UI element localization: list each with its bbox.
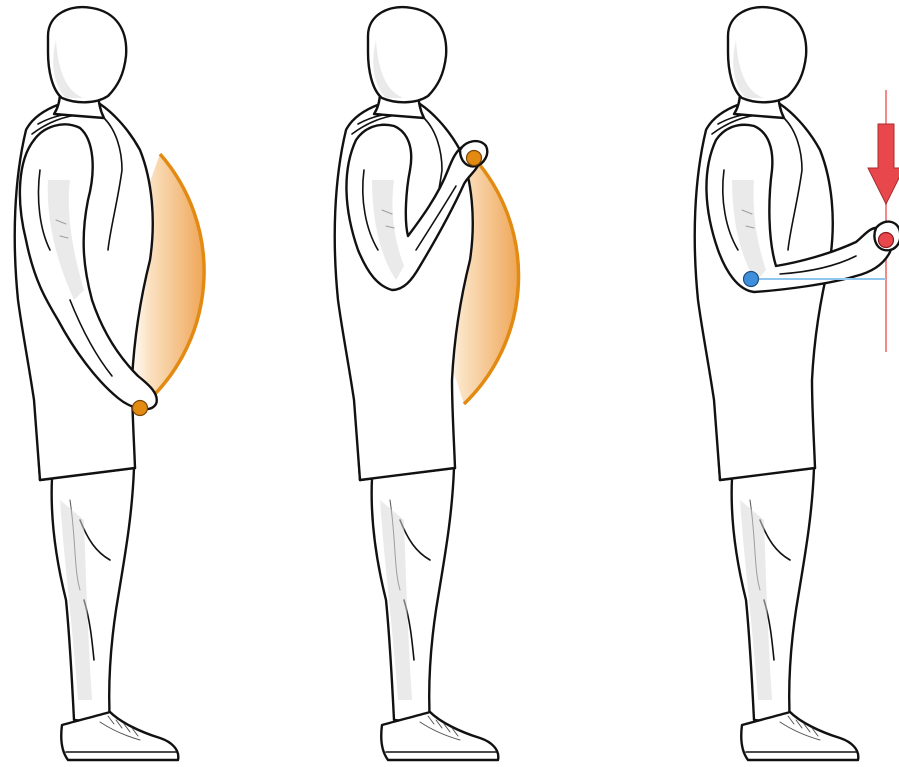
- panel-mid: [695, 7, 899, 760]
- grip-marker: [467, 151, 482, 166]
- force-arrow-icon: [868, 124, 899, 204]
- load-point-marker: [879, 233, 894, 248]
- panel-start: [15, 7, 204, 760]
- panel-top: [335, 7, 519, 760]
- elbow-pivot-marker: [744, 272, 759, 287]
- grip-marker: [133, 401, 148, 416]
